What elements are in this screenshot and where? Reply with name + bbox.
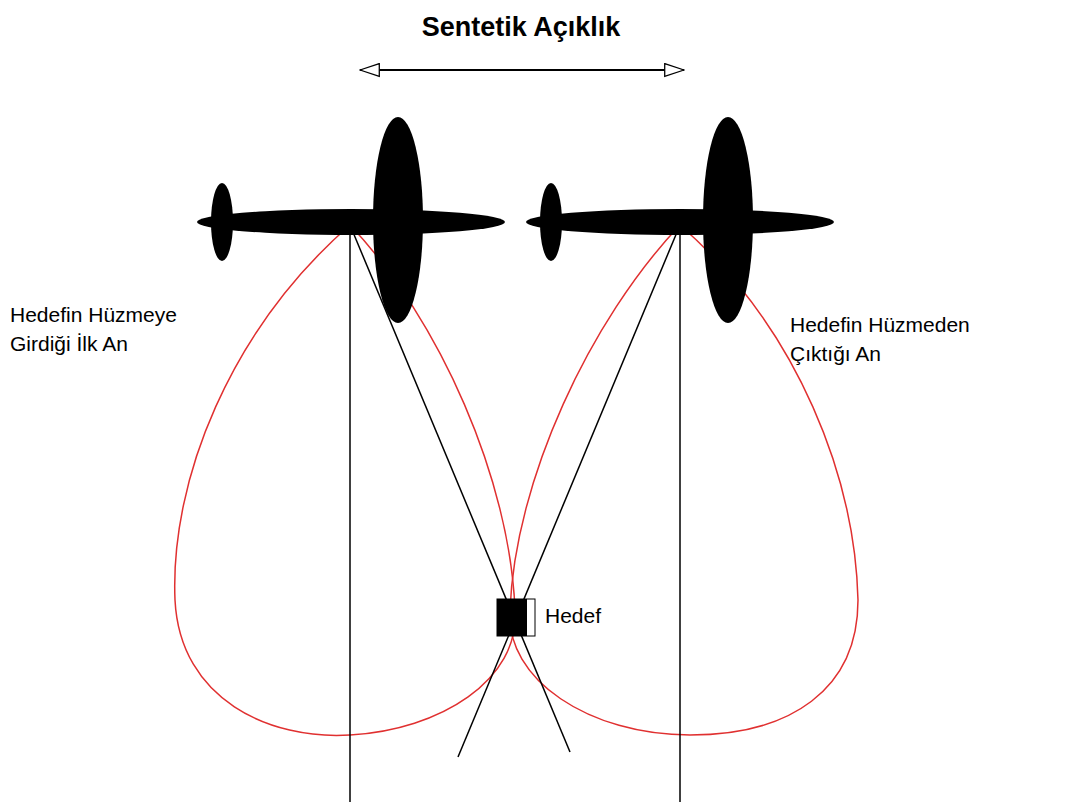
target-label: Hedef (543, 604, 603, 628)
radar-beam (175, 225, 516, 735)
nadir-line (679, 225, 681, 802)
annotation: Hedefin Hüzmeye Girdiği İlk An (10, 300, 200, 358)
aperture-arrow (360, 69, 684, 71)
sight-line (458, 225, 680, 757)
airplane (526, 117, 834, 323)
sight-line (350, 225, 570, 752)
target-symbol (497, 599, 535, 636)
nadir-line (349, 225, 351, 802)
annotation: Hedefin Hüzmeden Çıktığı An (790, 310, 995, 368)
radar-beam (510, 225, 858, 735)
diagram-title: Sentetik Açıklık (422, 12, 621, 43)
airplane (197, 117, 505, 323)
